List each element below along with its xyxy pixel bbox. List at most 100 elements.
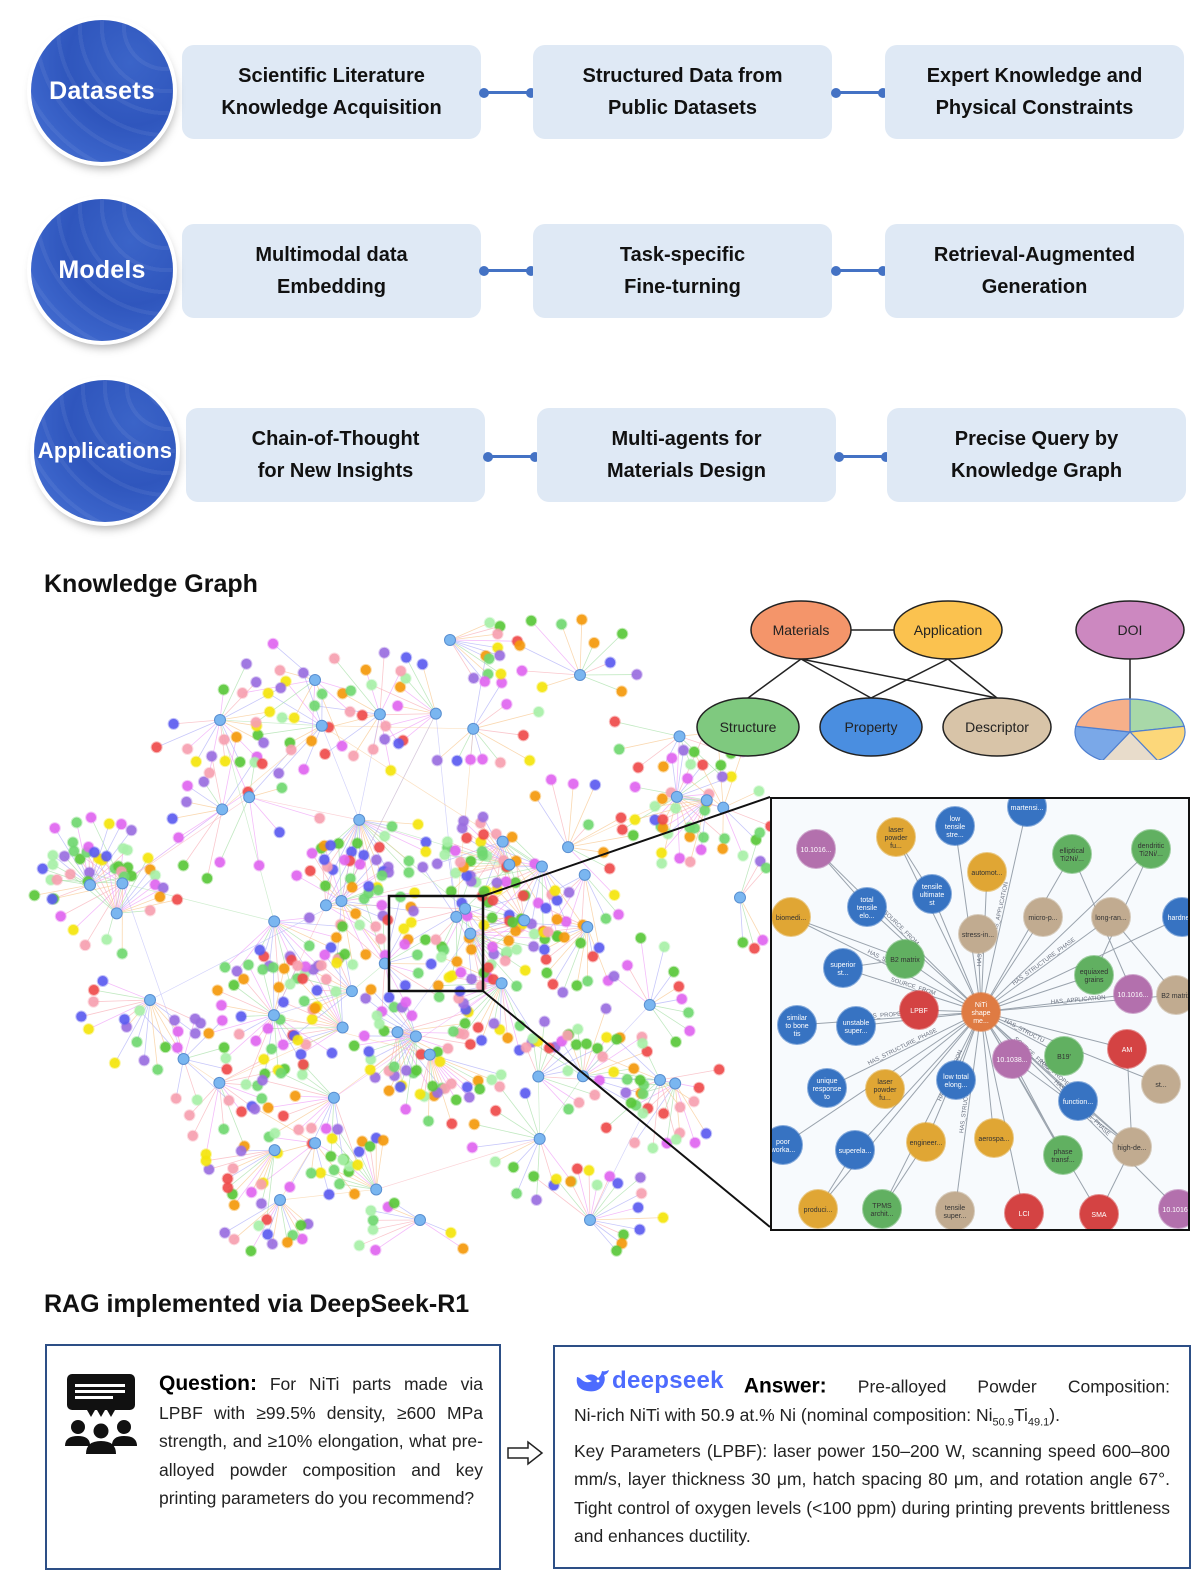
graph-node (374, 932, 387, 945)
graph-node (171, 1041, 184, 1054)
graph-node (303, 939, 316, 952)
graph-node (359, 948, 372, 961)
graph-node (372, 884, 385, 897)
graph-node (218, 1226, 231, 1239)
graph-node (542, 925, 555, 938)
graph-node (658, 940, 671, 953)
detail-node-circle (961, 992, 1001, 1032)
graph-node (296, 1068, 309, 1081)
graph-node (362, 880, 375, 893)
graph-edge (335, 991, 344, 1028)
graph-node (338, 948, 351, 961)
graph-edge (219, 719, 322, 727)
graph-node (700, 1127, 713, 1140)
graph-edge (370, 1210, 421, 1221)
graph-edge (292, 1027, 343, 1036)
detail-node-label: 10.1038... (996, 1057, 1027, 1064)
graph-node (574, 937, 587, 950)
graph-node (274, 681, 287, 694)
graph-node (388, 1197, 401, 1210)
graph-edge (627, 965, 651, 1006)
graph-node (272, 981, 285, 994)
detail-node-label: tensile (945, 824, 965, 831)
knowledge-graph-detail-panel: SOURCE_FROMHAS_APPLICATIONHAS_PROPERTYHA… (770, 797, 1190, 1231)
item-box: Scientific Literature Knowledge Acquisit… (182, 45, 481, 139)
detail-node-label: shape (971, 1010, 990, 1017)
graph-node (405, 916, 418, 929)
graph-node (118, 1013, 131, 1026)
graph-node (379, 720, 392, 733)
graph-node (457, 1242, 470, 1255)
detail-node-circle (835, 1130, 875, 1170)
graph-hub-node (116, 877, 129, 890)
graph-edge (325, 819, 360, 887)
detail-node-label: elong... (945, 1082, 968, 1089)
graph-edge (219, 797, 250, 863)
detail-node-label: super... (944, 1213, 967, 1220)
graph-edge (588, 1170, 591, 1221)
graph-edge (136, 999, 151, 1043)
graph-node (677, 744, 690, 757)
graph-edge (552, 926, 588, 985)
graph-node (273, 826, 286, 839)
graph-node (538, 943, 551, 956)
graph-edge (219, 1082, 258, 1087)
graph-edge (589, 1217, 664, 1221)
graph-node (612, 908, 625, 921)
graph-edge (106, 856, 118, 914)
graph-node (416, 658, 429, 671)
graph-node (168, 1014, 181, 1027)
schema-node-property: Property (819, 697, 923, 757)
graph-node (718, 832, 731, 845)
graph-node (463, 1091, 476, 1104)
graph-node (281, 1236, 294, 1249)
graph-hub-node (391, 1026, 404, 1039)
graph-node (460, 832, 473, 845)
graph-node (294, 1219, 307, 1232)
detail-node: B2 matrix (885, 939, 925, 979)
graph-edge (278, 725, 323, 774)
detail-node: produci... (798, 1189, 838, 1229)
graph-node (519, 1087, 532, 1100)
graph-edge (339, 1183, 377, 1190)
graph-node (201, 872, 214, 885)
detail-node-label: fu... (890, 843, 902, 850)
detail-node-circle (1131, 829, 1171, 869)
graph-node (636, 1107, 649, 1120)
graph-node (190, 755, 203, 768)
graph-node (693, 1081, 706, 1094)
graph-node (445, 1117, 458, 1130)
answer-line1: Pre-alloyed Powder Composition: (857, 1376, 1170, 1397)
graph-hub-node (268, 915, 281, 928)
graph-node (330, 956, 343, 969)
graph-node (695, 843, 708, 856)
graph-node (665, 752, 678, 765)
detail-node: 10.1016... (1113, 974, 1153, 1014)
detail-node: B2 matrix (1156, 975, 1188, 1015)
graph-node (297, 763, 310, 776)
graph-hub-node (423, 1048, 436, 1061)
graph-node (103, 817, 116, 830)
graph-node (325, 1047, 338, 1060)
graph-node (570, 1038, 583, 1051)
graph-hub-node (353, 813, 366, 826)
graph-edge (233, 984, 275, 1016)
graph-node (501, 1031, 514, 1044)
graph-edge (211, 756, 223, 810)
graph-node (616, 627, 629, 640)
graph-hub-node (216, 803, 229, 816)
graph-node (356, 709, 369, 722)
graph-node (291, 1034, 304, 1047)
graph-node (344, 684, 357, 697)
detail-edge-label: HAS_STRUCTU (959, 1089, 971, 1134)
graph-node (465, 943, 478, 956)
detail-node-circle (1058, 1081, 1098, 1121)
graph-node (277, 1038, 290, 1051)
schema-node-descriptor: Descriptor (942, 697, 1052, 757)
graph-edge (73, 883, 123, 931)
graph-nodes (28, 613, 777, 1258)
graph-node (336, 739, 349, 752)
graph-edge (298, 1097, 335, 1131)
detail-node-label: total (860, 897, 874, 904)
graph-node (262, 1101, 275, 1114)
